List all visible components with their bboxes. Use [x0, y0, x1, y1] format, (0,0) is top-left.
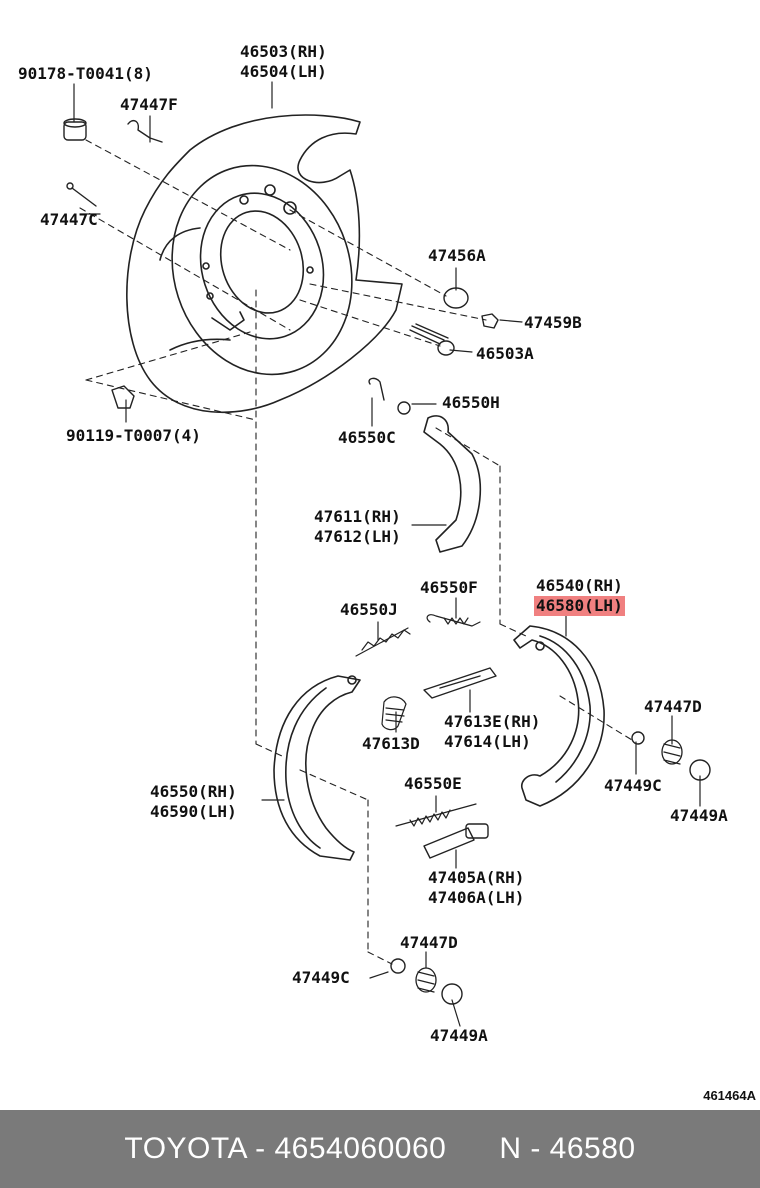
label-47449A-right: 47449A — [670, 806, 728, 826]
label-46503A: 46503A — [476, 344, 534, 364]
clip-47447F — [127, 119, 163, 143]
label-47447F: 47447F — [120, 95, 178, 115]
label-line: 47449A — [430, 1026, 488, 1045]
nut-46550H — [397, 401, 411, 415]
label-line: 46550H — [442, 393, 500, 412]
label-47405A-47406A: 47405A(RH) 47406A(LH) — [428, 868, 524, 908]
label-line: 47447D — [400, 933, 458, 952]
label-46550J: 46550J — [340, 600, 398, 620]
nut-90178 — [63, 118, 87, 141]
label-46580-highlighted: 46580(LH) — [534, 596, 625, 616]
label-line: 46590(LH) — [150, 802, 237, 821]
cup-47449A-right — [689, 759, 711, 781]
label-90119-T0007: 90119-T0007(4) — [66, 426, 201, 446]
backing-plate — [126, 114, 403, 413]
label-line: 47405A(RH) — [428, 868, 525, 887]
label-line: 46503(RH) — [240, 42, 327, 61]
adjuster-46503A — [409, 323, 455, 356]
brake-shoe-right — [513, 625, 605, 807]
label-47447C: 47447C — [40, 210, 98, 230]
leader-lines — [73, 81, 701, 1027]
label-line: 46503A — [476, 344, 534, 363]
label-47459B: 47459B — [524, 313, 582, 333]
diagram-reference-id: 461464A — [703, 1088, 756, 1103]
bolt-90119 — [111, 385, 135, 409]
pin-47447C — [66, 182, 97, 207]
label-47447D-right: 47447D — [644, 697, 702, 717]
dashed-lines — [79, 139, 633, 965]
label-47613D: 47613D — [362, 734, 420, 754]
label-line: 47449A — [670, 806, 728, 825]
label-46550-46590: 46550(RH) 46590(LH) — [150, 782, 237, 822]
label-46550F: 46550F — [420, 578, 478, 598]
bolt-47459B — [481, 313, 499, 329]
label-line: 46550C — [338, 428, 396, 447]
label-line: 47614(LH) — [444, 732, 531, 751]
label-47613E-47614: 47613E(RH) 47614(LH) — [444, 712, 540, 752]
label-46550C: 46550C — [338, 428, 396, 448]
label-line: 90119-T0007(4) — [66, 426, 201, 445]
label-line: 47613D — [362, 734, 420, 753]
label-47449A-bottom: 47449A — [430, 1026, 488, 1046]
label-46550H: 46550H — [442, 393, 500, 413]
label-line: 47456A — [428, 246, 486, 265]
label-line: 47612(LH) — [314, 527, 401, 546]
pin-47449C-bottom — [390, 958, 406, 974]
spring-46550E — [395, 803, 477, 827]
label-line: 47406A(LH) — [428, 888, 525, 907]
label-line: 46504(LH) — [240, 62, 327, 81]
label-line: 47613E(RH) — [444, 712, 541, 731]
label-47449C-right: 47449C — [604, 776, 662, 796]
label-47611-47612: 47611(RH) 47612(LH) — [314, 507, 401, 547]
label-line: 46550F — [420, 578, 478, 597]
label-46503-46504: 46503(RH) 46504(LH) — [240, 42, 327, 82]
brake-shoe-left — [273, 675, 361, 861]
footer-bar: TOYOTA - 4654060060 N - 46580 — [0, 1110, 760, 1188]
cap-47456A — [443, 287, 469, 309]
label-47449C-bottom: 47449C — [292, 968, 350, 988]
label-line: 90178-T0041(8) — [18, 64, 153, 83]
label-line: 47447D — [644, 697, 702, 716]
spring-46550C — [368, 377, 385, 401]
strut-47613E — [423, 667, 497, 699]
label-line: 47611(RH) — [314, 507, 401, 526]
spring-47447D-bottom — [415, 967, 437, 993]
label-line: 47459B — [524, 313, 582, 332]
label-46540: 46540(RH) — [536, 576, 623, 596]
spring-47613D — [381, 696, 407, 731]
label-line: 47449C — [604, 776, 662, 795]
adjuster-47405A — [423, 823, 489, 859]
label-46550E: 46550E — [404, 774, 462, 794]
spring-47447D-right — [661, 739, 683, 765]
label-line: 47447C — [40, 210, 98, 229]
spring-46550J — [355, 627, 411, 657]
parking-lever — [423, 415, 482, 553]
label-90178-T0041: 90178-T0041(8) — [18, 64, 153, 84]
label-line: 46550(RH) — [150, 782, 237, 801]
footer-part-info: TOYOTA - 4654060060 N - 46580 — [124, 1132, 636, 1165]
diagram-drawing — [63, 81, 711, 1027]
cup-47449A-bottom — [441, 983, 463, 1005]
highlighted-part-label: 46580(LH) — [534, 596, 625, 616]
label-line: 46550E — [404, 774, 462, 793]
label-47456A: 47456A — [428, 246, 486, 266]
label-line: 46550J — [340, 600, 398, 619]
pin-47449C-right — [631, 731, 645, 745]
label-line: 46540(RH) — [536, 576, 623, 595]
parts-diagram: 90178-T0041(8) 46503(RH) 46504(LH) 47447… — [18, 42, 756, 1103]
label-line: 47449C — [292, 968, 350, 987]
label-line: 47447F — [120, 95, 178, 114]
spring-46550F — [426, 614, 481, 627]
label-47447D-bottom: 47447D — [400, 933, 458, 953]
